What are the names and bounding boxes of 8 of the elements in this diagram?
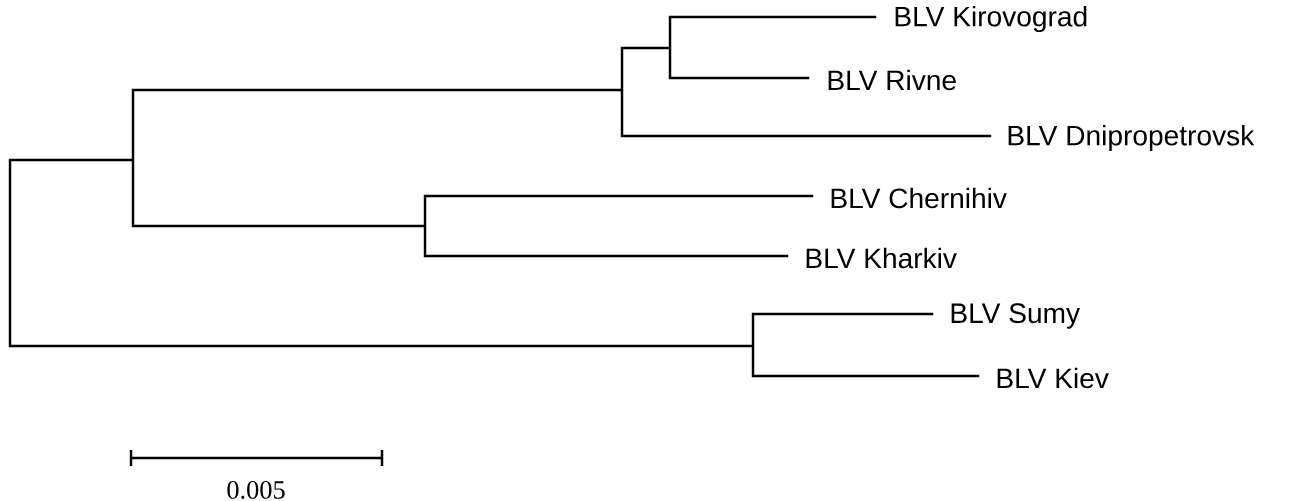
leaf-label: BLV Sumy bbox=[951, 303, 1080, 329]
scale-label: 0.005 bbox=[227, 481, 285, 499]
leaf-label: BLV Kirovograd bbox=[895, 5, 1087, 33]
leaf-label: BLV Rivne bbox=[828, 69, 956, 91]
leaf-label: BLV Kiev bbox=[997, 367, 1109, 389]
leaf-label: BLV Chernihiv bbox=[831, 187, 1007, 209]
leaf-label: BLV Dnipropetrovsk bbox=[1008, 124, 1255, 152]
leaf-label: BLV Kharkiv bbox=[806, 247, 957, 269]
